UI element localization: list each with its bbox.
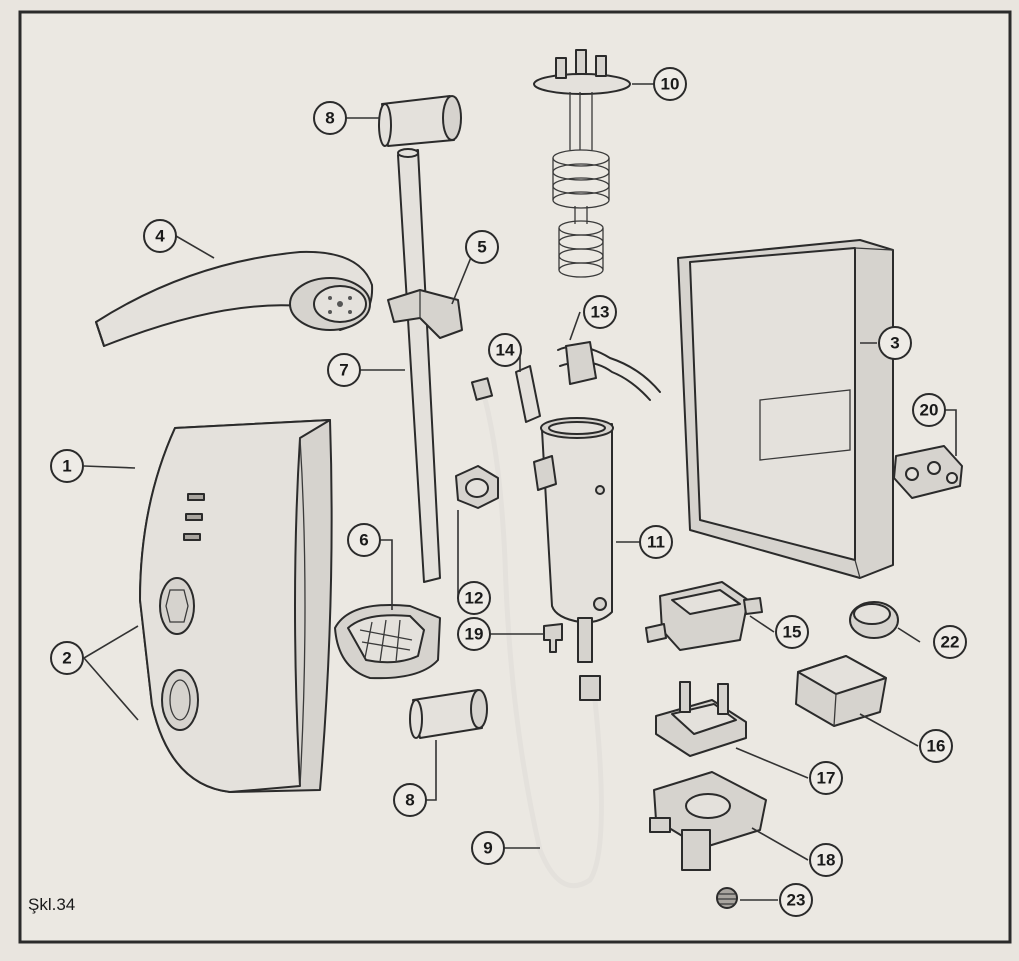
- svg-text:15: 15: [783, 623, 802, 642]
- figure-label: Şkl.34: [28, 895, 75, 914]
- svg-text:5: 5: [477, 238, 486, 257]
- callout-22: 22: [933, 625, 967, 659]
- callout-1: 1: [50, 449, 84, 483]
- hand-shower: [95, 250, 374, 347]
- svg-text:13: 13: [591, 303, 610, 322]
- callout-18: 18: [809, 843, 843, 877]
- pressure-switch: [795, 655, 887, 727]
- callout-15: 15: [775, 615, 809, 649]
- heater-front-cover: [139, 419, 333, 793]
- svg-text:18: 18: [817, 851, 836, 870]
- terminal-block: [893, 445, 963, 499]
- svg-text:19: 19: [465, 625, 484, 644]
- callout-9: 9: [471, 831, 505, 865]
- valve-body: [649, 771, 767, 871]
- callout-5: 5: [465, 230, 499, 264]
- svg-text:12: 12: [465, 589, 484, 608]
- callout-11: 11: [639, 525, 673, 559]
- heating-element: [533, 49, 631, 278]
- soap-dish: [334, 603, 441, 680]
- callout-7: 7: [327, 353, 361, 387]
- svg-text:22: 22: [941, 633, 960, 652]
- svg-text:8: 8: [325, 109, 334, 128]
- callout-14: 14: [488, 333, 522, 367]
- callout-6: 6: [347, 523, 381, 557]
- svg-text:10: 10: [661, 75, 680, 94]
- callout-13: 13: [583, 295, 617, 329]
- svg-text:2: 2: [62, 649, 71, 668]
- svg-text:17: 17: [817, 769, 836, 788]
- callout-19: 19: [457, 617, 491, 651]
- solenoid-valve: [645, 581, 763, 651]
- end-cap-bottom: [409, 689, 488, 739]
- safety-clip: [515, 365, 541, 423]
- svg-text:1: 1: [62, 457, 71, 476]
- callout-2: 2: [50, 641, 84, 675]
- filter-disc: [716, 887, 738, 909]
- callout-16: 16: [919, 729, 953, 763]
- svg-text:8: 8: [405, 791, 414, 810]
- callout-12: 12: [457, 581, 491, 615]
- svg-text:6: 6: [359, 531, 368, 550]
- diaphragm-frame: [655, 681, 747, 757]
- heater-tank: [533, 417, 614, 663]
- callout-4: 4: [143, 219, 177, 253]
- slider-holder: [387, 289, 463, 339]
- callout-8-bottom: 8: [393, 783, 427, 817]
- leader-lines: [83, 83, 957, 901]
- slide-rail: [397, 148, 441, 583]
- end-cap-top: [378, 95, 462, 147]
- callout-17: 17: [809, 761, 843, 795]
- svg-text:16: 16: [927, 737, 946, 756]
- callout-23: 23: [779, 883, 813, 917]
- svg-text:11: 11: [647, 533, 665, 552]
- callout-10: 10: [653, 67, 687, 101]
- back-housing: [677, 239, 894, 579]
- svg-text:9: 9: [483, 839, 492, 858]
- shower-hose: [470, 377, 604, 889]
- callout-8-top: 8: [313, 101, 347, 135]
- small-fitting: [543, 623, 563, 653]
- callout-3: 3: [878, 326, 912, 360]
- svg-text:23: 23: [787, 891, 806, 910]
- callout-20: 20: [912, 393, 946, 427]
- svg-text:20: 20: [920, 401, 939, 420]
- svg-text:14: 14: [496, 341, 515, 360]
- svg-text:7: 7: [339, 361, 348, 380]
- svg-text:4: 4: [155, 227, 165, 246]
- svg-text:3: 3: [890, 334, 899, 353]
- round-cap: [849, 601, 899, 639]
- valve-nut: [455, 465, 499, 509]
- thermostat-wiring: [557, 341, 661, 401]
